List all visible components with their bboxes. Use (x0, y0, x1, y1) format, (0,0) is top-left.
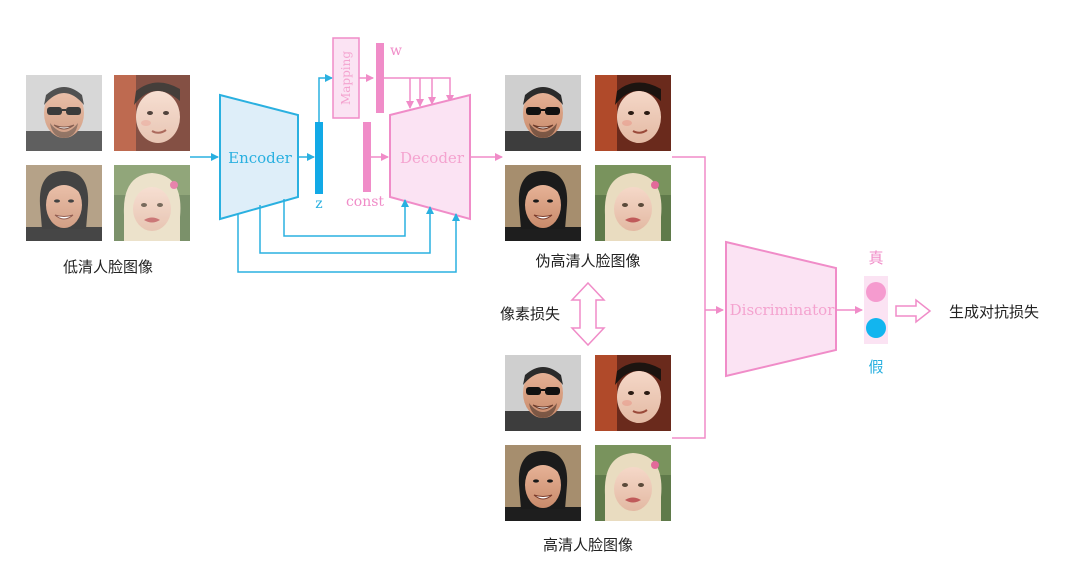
hr-face-grid (505, 355, 671, 521)
latent-w-bar (376, 43, 384, 113)
face-image (505, 165, 581, 241)
mapping-block (332, 37, 360, 119)
discriminator-input-lines (672, 156, 724, 439)
face-image (505, 75, 581, 151)
latent-z-label: z (315, 196, 322, 212)
face-image (26, 75, 102, 151)
const-label: const (346, 194, 384, 210)
encoder-label: Encoder (228, 149, 293, 167)
style-injection-arrows (384, 77, 454, 109)
adversarial-loss-label: 生成对抗损失 (949, 303, 1039, 321)
fake-hr-faces-label: 伪高清人脸图像 (535, 252, 640, 270)
real-dot (866, 282, 886, 302)
pixel-loss-double-arrow (570, 281, 606, 347)
face-image (26, 165, 102, 241)
const-bar (363, 122, 371, 192)
latent-z-bar (315, 122, 323, 194)
face-image (595, 165, 671, 241)
face-image (595, 75, 671, 151)
low-res-face-grid (26, 75, 190, 241)
latent-w-label: w (390, 43, 402, 59)
pixel-loss-label: 像素损失 (500, 305, 560, 323)
fake-label: 假 (868, 358, 883, 376)
discriminator-label: Discriminator (730, 301, 836, 319)
face-image (505, 355, 581, 431)
low-res-faces-label: 低清人脸图像 (63, 258, 153, 276)
fake-dot (866, 318, 886, 338)
fake-hr-face-grid (505, 75, 671, 241)
decoder-block (389, 93, 471, 221)
hr-faces-label: 高清人脸图像 (543, 536, 633, 554)
face-image (505, 445, 581, 521)
face-image (595, 445, 671, 521)
face-image (595, 355, 671, 431)
adversarial-loss-arrow (895, 298, 932, 324)
real-label: 真 (868, 249, 883, 267)
decoder-label: Decoder (400, 149, 465, 167)
z-to-mapping-arrow (318, 74, 333, 122)
mapping-label: Mapping (339, 51, 353, 105)
encoder-block (219, 93, 299, 221)
skip-connections (237, 199, 460, 273)
discriminator-block (725, 240, 837, 378)
face-image (114, 165, 190, 241)
face-image (114, 75, 190, 151)
